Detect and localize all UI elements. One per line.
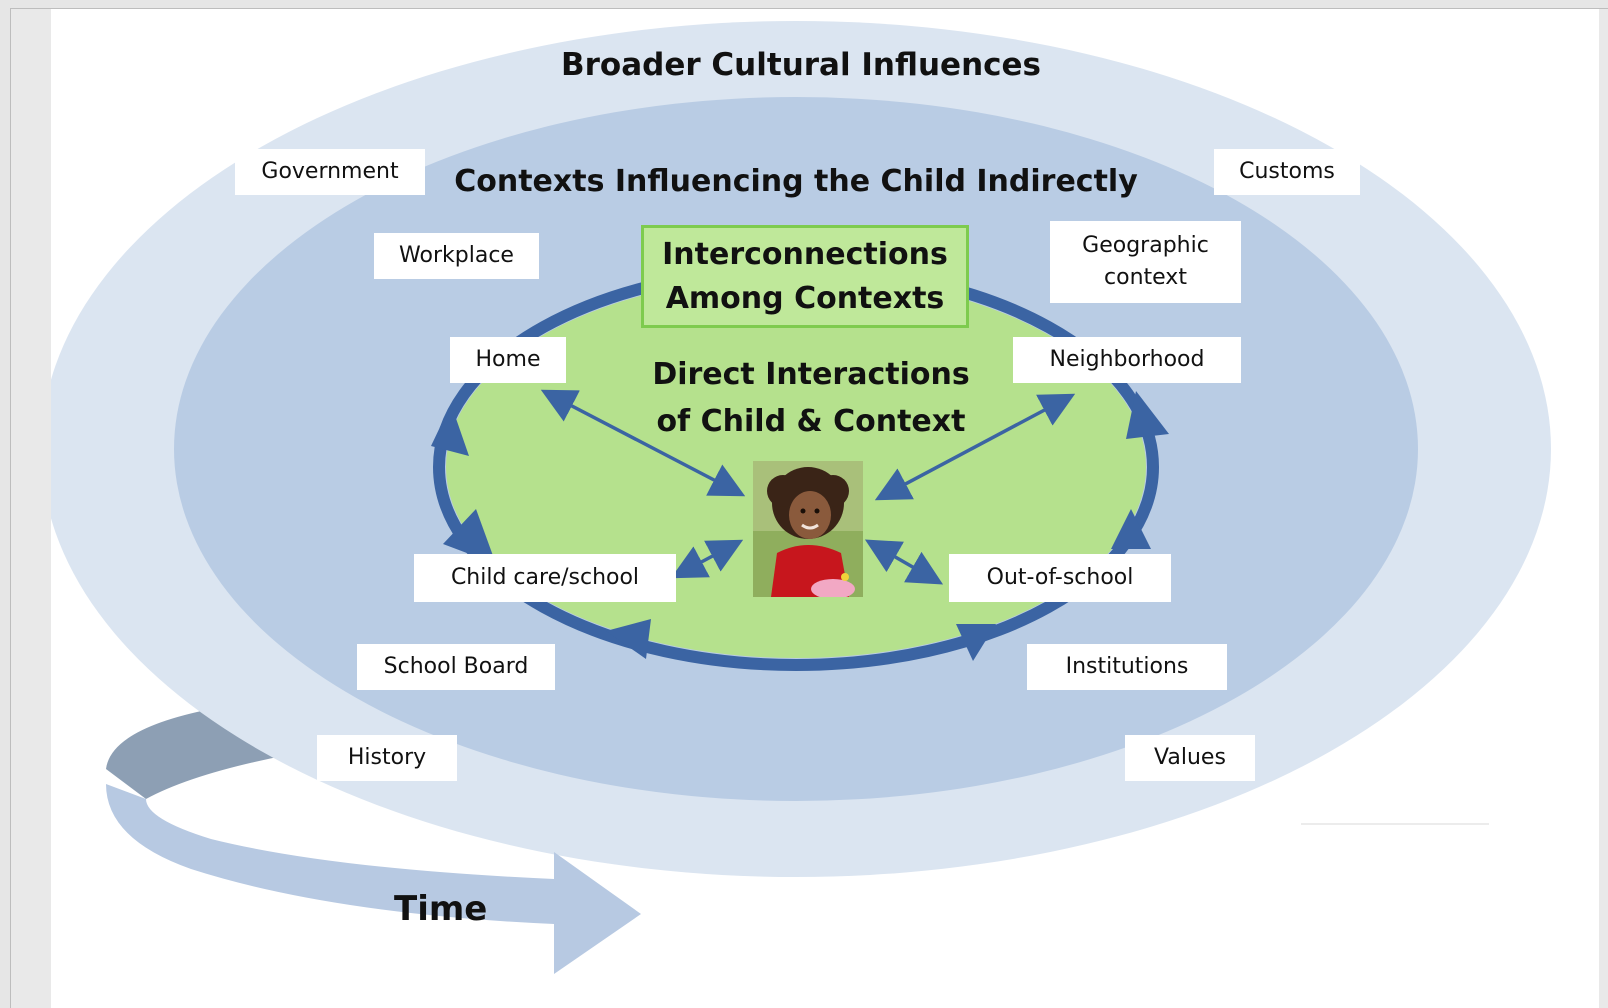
ring-arrowhead: [443, 509, 496, 564]
ring-arrowhead: [606, 619, 651, 659]
slide-frame: Broader Cultural Influences Contexts Inf…: [10, 8, 1608, 1008]
ring-arrowhead: [956, 624, 996, 661]
diagram-canvas: Broader Cultural Influences Contexts Inf…: [51, 9, 1599, 1008]
middle-title: Contexts Influencing the Child Indirectl…: [454, 164, 1138, 199]
ring-arrowhead: [1126, 391, 1169, 439]
arrow-neighborhood-child: [874, 393, 1076, 501]
ring-arrowhead: [431, 404, 469, 456]
label-home: Home: [450, 337, 566, 383]
interconnections-box: Interconnections Among Contexts: [641, 225, 969, 328]
arrow-outofschool-child: [864, 539, 944, 585]
label-government: Government: [235, 149, 425, 195]
child-photo: [753, 461, 863, 597]
arrow-home-child: [540, 389, 746, 497]
ring-arrowhead: [1111, 509, 1151, 549]
label-child-care-school: Child care/school: [414, 554, 676, 602]
time-label: Time: [394, 889, 488, 929]
label-institutions: Institutions: [1027, 644, 1227, 690]
label-history: History: [317, 735, 457, 781]
direct-title: Direct Interactions of Child & Context: [652, 357, 970, 439]
label-workplace: Workplace: [374, 233, 539, 279]
label-school-board: School Board: [357, 644, 555, 690]
label-customs: Customs: [1214, 149, 1360, 195]
label-values: Values: [1125, 735, 1255, 781]
label-out-of-school: Out-of-school: [949, 554, 1171, 602]
label-geographic-context: Geographic context: [1050, 221, 1241, 303]
label-neighborhood: Neighborhood: [1013, 337, 1241, 383]
outer-title: Broader Cultural Influences: [561, 47, 1041, 83]
time-arrow: [106, 784, 641, 974]
arrow-childcare-child: [670, 539, 744, 579]
